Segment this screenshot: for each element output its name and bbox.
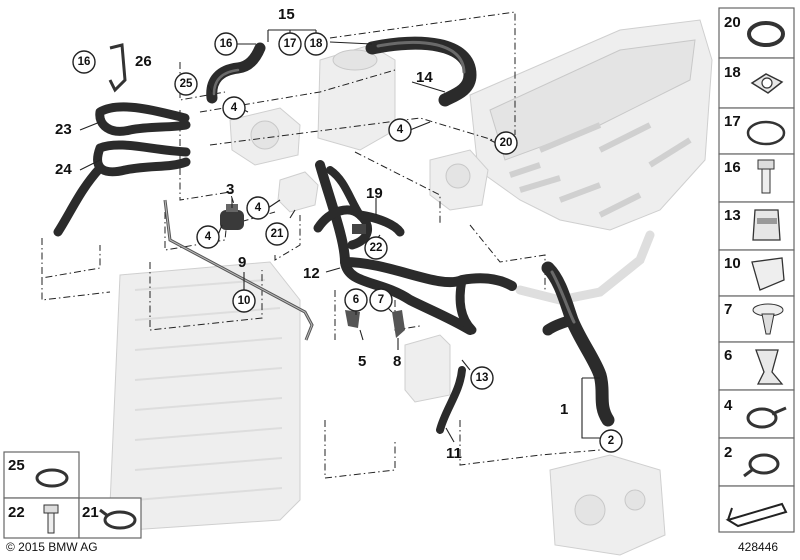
callout-4-c: 4 — [246, 196, 270, 220]
svg-text:20: 20 — [724, 14, 741, 31]
callout-17: 17 — [278, 32, 302, 56]
svg-text:17: 17 — [724, 113, 741, 130]
callout-4-d: 4 — [196, 225, 220, 249]
callout-23: 23 — [55, 121, 72, 138]
svg-text:25: 25 — [180, 78, 193, 90]
callout-7: 7 — [369, 288, 393, 312]
callout-4-b: 4 — [388, 118, 412, 142]
electric-pump — [277, 171, 319, 213]
svg-text:18: 18 — [724, 64, 741, 81]
hose-14 — [365, 36, 477, 107]
svg-text:6: 6 — [353, 294, 359, 306]
callout-2: 2 — [599, 429, 623, 453]
svg-text:10: 10 — [238, 295, 251, 307]
hose-11 — [436, 366, 466, 434]
hose-19-21 — [313, 166, 405, 250]
svg-text:7: 7 — [378, 294, 384, 306]
callout-21: 21 — [265, 222, 289, 246]
svg-text:4: 4 — [231, 102, 238, 114]
svg-text:13: 13 — [476, 372, 489, 384]
callout-5: 5 — [358, 353, 366, 370]
callout-15: 15 — [278, 6, 295, 23]
svg-text:4: 4 — [205, 231, 212, 243]
callout-26: 26 — [135, 53, 152, 70]
pipe-9 — [163, 199, 314, 341]
hose-15 — [206, 42, 266, 104]
circle-callouts: 16 17 18 16 25 4 4 20 4 4 21 22 10 6 7 1… — [72, 32, 623, 453]
callout-19: 19 — [366, 185, 383, 202]
copyright-text: © 2015 BMW AG — [6, 540, 98, 554]
plain-callouts: 15 26 14 23 24 3 19 9 12 5 8 11 1 — [55, 6, 568, 462]
svg-text:22: 22 — [8, 504, 25, 521]
auxiliary-cooler — [404, 334, 451, 403]
diagram-number: 428446 — [738, 540, 779, 554]
svg-text:22: 22 — [370, 242, 383, 254]
callout-1: 1 — [560, 401, 568, 418]
callout-9: 9 — [238, 254, 246, 271]
svg-text:16: 16 — [220, 38, 233, 50]
svg-text:4: 4 — [724, 397, 733, 414]
svg-text:17: 17 — [284, 38, 297, 50]
callout-25: 25 — [174, 72, 198, 96]
svg-text:20: 20 — [500, 137, 513, 149]
return-pipe — [515, 230, 655, 305]
svg-text:18: 18 — [310, 38, 323, 50]
callout-22: 22 — [364, 236, 388, 260]
thermostat-housing — [429, 149, 489, 211]
expansion-tank — [317, 44, 396, 151]
callout-16-top: 16 — [214, 32, 238, 56]
svg-text:4: 4 — [397, 124, 404, 136]
water-pump — [229, 107, 301, 166]
callout-11: 11 — [446, 445, 462, 462]
svg-text:2: 2 — [608, 435, 614, 447]
svg-text:25: 25 — [8, 457, 25, 474]
callout-14: 14 — [416, 69, 433, 86]
parts-panel-left: 25 22 21 — [3, 451, 142, 539]
svg-text:6: 6 — [724, 347, 732, 364]
bracket-26 — [108, 43, 127, 93]
svg-text:21: 21 — [271, 228, 284, 240]
radiator — [109, 261, 301, 531]
parts-panel-right: 20 18 17 16 13 10 7 6 4 — [718, 7, 795, 533]
svg-text:16: 16 — [78, 56, 91, 68]
svg-text:10: 10 — [724, 255, 741, 272]
callout-8: 8 — [393, 353, 401, 370]
svg-text:4: 4 — [255, 202, 262, 214]
hose-24 — [53, 140, 191, 237]
callout-4-a: 4 — [222, 96, 246, 120]
svg-text:16: 16 — [724, 159, 741, 176]
lower-engine-part — [549, 454, 666, 556]
callout-16-left: 16 — [72, 50, 96, 74]
clip-parts-5-8 — [345, 224, 405, 338]
hose-1 — [541, 261, 615, 427]
callout-24: 24 — [55, 161, 72, 178]
svg-text:13: 13 — [724, 207, 741, 224]
callout-3: 3 — [226, 181, 234, 198]
callout-12: 12 — [303, 265, 320, 282]
engine-block — [469, 19, 713, 231]
svg-text:2: 2 — [724, 444, 732, 461]
svg-text:7: 7 — [724, 301, 732, 318]
hose-23 — [95, 102, 191, 136]
svg-text:21: 21 — [82, 504, 99, 521]
callout-18: 18 — [304, 32, 328, 56]
callout-13: 13 — [470, 366, 494, 390]
callout-10: 10 — [232, 289, 256, 313]
callout-20: 20 — [494, 131, 518, 155]
arrow-icon — [725, 502, 788, 528]
callout-6: 6 — [344, 288, 368, 312]
